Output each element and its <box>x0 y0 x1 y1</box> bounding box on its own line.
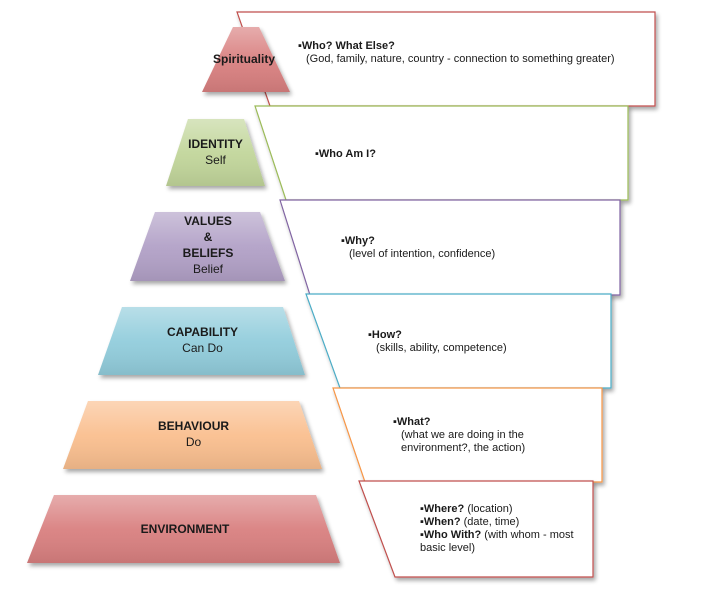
bullet: ▪ <box>368 329 372 341</box>
behaviour-label: BEHAVIOUR Do <box>88 418 299 450</box>
environment-trapezoid-shine <box>27 495 340 563</box>
identity-trapezoid-shine <box>166 119 265 186</box>
identity-desc-box <box>254 105 629 201</box>
behaviour-question: What? <box>396 416 431 428</box>
values-sub: Belief <box>192 262 224 276</box>
behaviour-desc: ▪What? (what we are doing in the environ… <box>393 416 553 455</box>
behaviour-sub: Do <box>185 435 202 449</box>
beliefs-name: BELIEFS <box>182 246 234 260</box>
bullet: ▪ <box>341 235 345 247</box>
values-trapezoid-shine <box>130 212 285 281</box>
identity-question: Who Am I? <box>318 148 376 160</box>
behaviour-trapezoid-shine <box>63 401 322 469</box>
spirituality-name: Spirituality <box>212 52 275 66</box>
identity-label: IDENTITY Self <box>166 136 265 168</box>
environment-label: ENVIRONMENT <box>54 521 316 537</box>
values-desc: ▪Why? (level of intention, confidence) <box>341 235 601 261</box>
identity-desc: ▪Who Am I? <box>315 148 595 161</box>
bullet: ▪ <box>420 516 424 528</box>
when-question: When? <box>423 516 461 528</box>
environment-name: ENVIRONMENT <box>140 522 230 536</box>
behaviour-name: BEHAVIOUR <box>157 419 230 433</box>
behaviour-detail: (what we are doing in the environment?, … <box>401 429 526 454</box>
bullet: ▪ <box>393 416 397 428</box>
bullet: ▪ <box>315 148 319 160</box>
spirituality-label: Spirituality <box>196 51 292 67</box>
who-with-detail: (with whom - most basic level) <box>420 529 574 554</box>
values-question: Why? <box>344 235 375 247</box>
capability-desc: ▪How? (skills, ability, competence) <box>368 329 598 355</box>
behaviour-desc-box <box>332 387 603 483</box>
capability-label: CAPABILITY Can Do <box>122 324 283 356</box>
environment-desc: ▪Where? (location) ▪When? (date, time) ▪… <box>420 503 580 555</box>
spirituality-trapezoid-shine <box>202 27 290 92</box>
values-name: VALUES <box>184 214 232 228</box>
values-label: VALUES & BELIEFS Belief <box>148 213 268 277</box>
values-desc-box <box>279 199 621 296</box>
capability-trapezoid-shine <box>98 307 305 375</box>
where-question: Where? <box>423 503 465 515</box>
environment-item-where: ▪Where? (location) <box>420 503 580 516</box>
capability-name: CAPABILITY <box>166 325 239 339</box>
bullet: ▪ <box>420 503 424 515</box>
who-with-question: Who With? <box>423 529 482 541</box>
spirituality-detail: (God, family, nature, country - connecti… <box>306 53 615 65</box>
spirituality-desc: ▪Who? What Else? (God, family, nature, c… <box>298 40 628 66</box>
capability-question: How? <box>371 329 402 341</box>
bullet: ▪ <box>420 529 424 541</box>
capability-sub: Can Do <box>182 341 223 355</box>
identity-sub: Self <box>205 153 226 167</box>
identity-name: IDENTITY <box>188 137 243 151</box>
environment-item-when: ▪When? (date, time) <box>420 516 580 529</box>
values-detail: (level of intention, confidence) <box>349 248 496 260</box>
spirituality-question: Who? What Else? <box>301 40 395 52</box>
capability-desc-box <box>305 293 612 389</box>
where-detail: (location) <box>467 503 513 515</box>
values-ampersand: & <box>203 230 213 244</box>
environment-desc-box <box>358 480 594 578</box>
bullet: ▪ <box>298 40 302 52</box>
environment-item-who-with: ▪Who With? (with whom - most basic level… <box>420 529 580 555</box>
when-detail: (date, time) <box>460 516 520 528</box>
capability-detail: (skills, ability, competence) <box>376 342 507 354</box>
